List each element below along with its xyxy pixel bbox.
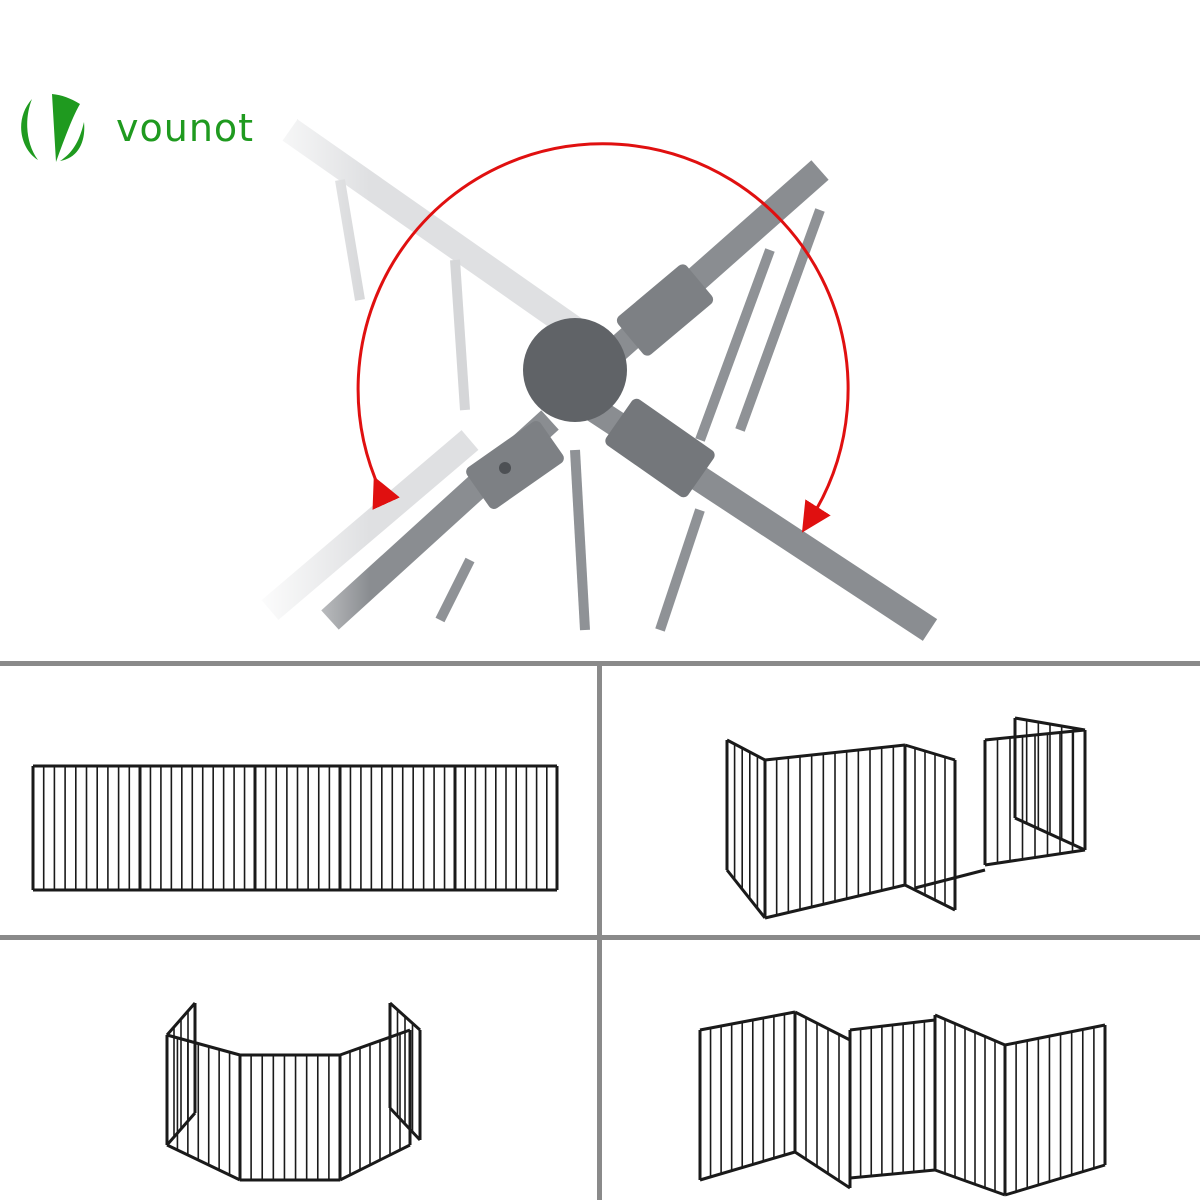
fence-bar bbox=[934, 1168, 1006, 1197]
brand-logo: vounot bbox=[18, 94, 254, 162]
fence-bar bbox=[339, 1143, 411, 1182]
fence-bar bbox=[725, 869, 767, 919]
fence-bar bbox=[914, 868, 986, 890]
fence-straight bbox=[31, 764, 559, 892]
fence-bar bbox=[699, 1150, 796, 1182]
grid-dividers bbox=[0, 661, 1200, 1200]
fence-zigzag bbox=[698, 1010, 1107, 1197]
fence-bar bbox=[339, 1028, 411, 1057]
fence-bar bbox=[904, 883, 956, 912]
hinge-joint bbox=[523, 318, 627, 422]
brand-name: vounot bbox=[116, 106, 255, 150]
fence-bar bbox=[166, 1143, 241, 1182]
hinge-closeup bbox=[250, 119, 938, 641]
fence-bar bbox=[699, 1010, 796, 1032]
fence-bar bbox=[726, 738, 766, 762]
fence-bar bbox=[934, 1013, 1006, 1047]
fence-open-gate bbox=[725, 716, 1087, 920]
fence-bar bbox=[794, 1150, 851, 1190]
fence-bar bbox=[794, 1010, 851, 1042]
fence-bar bbox=[1004, 1163, 1106, 1197]
fence-bar bbox=[1004, 1023, 1106, 1047]
rotation-arrow-icon bbox=[356, 142, 850, 533]
leaf-logo-icon bbox=[21, 94, 85, 162]
fence-bar bbox=[904, 743, 956, 762]
fence-bar bbox=[166, 1033, 241, 1057]
fence-hexagon bbox=[165, 1001, 422, 1182]
